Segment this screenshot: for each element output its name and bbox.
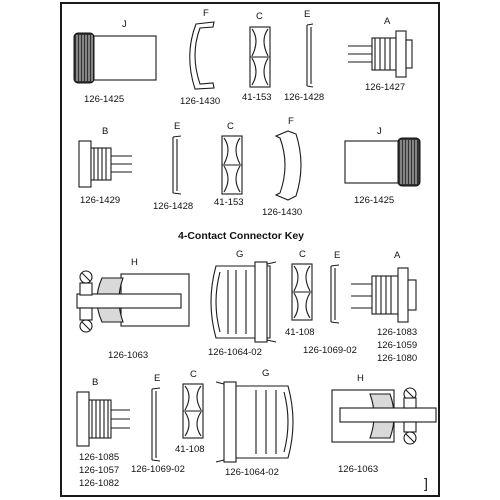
part-number: 126-1069-02 [131,464,185,475]
part-number: 126-1080 [377,353,417,364]
part-letter: C [256,11,263,22]
part-letter: C [190,369,197,380]
part-letter: H [357,373,364,384]
part-number: 126-1069-02 [303,345,357,356]
part-number: 41-153 [242,92,272,103]
part-j-top: J 126-1425 [73,19,157,105]
part-a-top: A 126-1427 [348,16,413,93]
part-a-r3: A 126-1083 126-1059 126-1080 [351,250,417,364]
part-h-r4: H 126-1063 [331,373,437,475]
part-number: 126-1063 [108,350,148,361]
part-number: 126-1064-02 [225,467,279,478]
part-h-r3: H 126-1063 [76,257,190,361]
part-number: 126-1064-02 [208,347,262,358]
page-mark: ] [424,475,428,491]
part-b-mid: B 126-1429 [78,126,132,206]
part-letter: C [227,121,234,132]
part-number: 126-1085 [79,452,119,463]
part-number: 126-1063 [338,464,378,475]
part-letter: E [154,373,160,384]
b-flange [78,140,92,188]
part-number: 126-1428 [284,92,324,103]
part-g-r4: G 126-1064-02 [215,368,294,478]
part-c-r3: C 41-108 [285,249,315,338]
part-g-r3: G 126-1064-02 [208,249,277,358]
part-letter: J [377,126,382,137]
part-j-mid: J 126-1425 [344,126,421,206]
part-number: 126-1425 [354,195,394,206]
j-body [91,35,157,81]
part-number: 126-1430 [262,207,302,218]
part-letter: J [122,19,127,30]
part-number: 41-108 [175,444,205,455]
part-number: 126-1429 [80,195,120,206]
part-letter: C [299,249,306,260]
part-c-top: C 41-153 [242,11,272,103]
part-e-r4: E 126-1069-02 [131,373,185,475]
part-letter: G [262,368,269,379]
part-number: 126-1082 [79,478,119,489]
part-letter: H [131,257,138,268]
part-letter: E [304,9,310,20]
part-number: 126-1430 [180,96,220,107]
part-e-r3: E 126-1069-02 [303,250,357,356]
part-number: 126-1427 [365,82,405,93]
part-f-top: F 126-1430 [180,8,220,107]
a-flange [395,30,407,78]
part-e-top: E 126-1428 [284,9,324,103]
part-number: 126-1059 [377,340,417,351]
part-letter: E [334,250,340,261]
part-number: 41-108 [285,327,315,338]
part-letter: B [102,126,108,137]
part-letter: A [394,250,401,261]
part-letter: B [92,377,98,388]
part-c-r4: C 41-108 [175,369,205,455]
a-threads [371,37,397,71]
part-f-mid: F 126-1430 [262,116,302,218]
diagram-title: 4-Contact Connector Key [178,230,304,242]
part-b-r4: B 126-1085 126-1057 126-1082 [76,377,130,489]
part-number: 126-1057 [79,465,119,476]
part-e-mid: E 126-1428 [153,121,193,212]
part-c-mid: C 41-153 [214,121,244,208]
part-letter: G [236,249,243,260]
part-letter: F [288,116,294,127]
part-letter: E [174,121,180,132]
part-letter: A [384,16,391,27]
part-number: 126-1425 [84,94,124,105]
part-number: 41-153 [214,197,244,208]
part-number: 126-1428 [153,201,193,212]
part-number: 126-1083 [377,327,417,338]
part-letter: F [203,8,209,19]
